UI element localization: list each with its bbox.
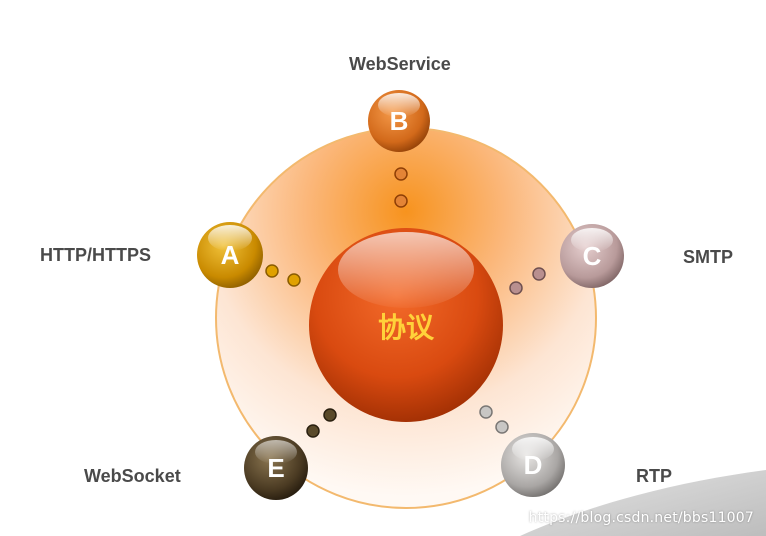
node-e-letter: E <box>267 453 284 483</box>
connector-dots-b <box>394 167 408 208</box>
node-b: B <box>368 90 430 152</box>
center-label: 协议 <box>378 311 435 344</box>
node-a-letter: A <box>221 240 240 270</box>
label-smtp: SMTP <box>683 247 734 267</box>
connector-dots-e <box>306 408 337 438</box>
corner-swoosh <box>520 470 766 536</box>
node-c-letter: C <box>583 241 602 271</box>
label-rtp: RTP <box>636 466 672 486</box>
label-websocket: WebSocket <box>84 466 181 486</box>
center-sphere: 协议 <box>309 228 503 422</box>
connector-dots-a <box>265 264 301 287</box>
node-a: A <box>197 222 263 288</box>
label-webservice: WebService <box>349 54 451 74</box>
node-d-letter: D <box>524 450 543 480</box>
label-http-https: HTTP/HTTPS <box>40 245 151 265</box>
node-e: E <box>244 436 308 500</box>
watermark-text: https://blog.csdn.net/bbs11007 <box>528 510 754 526</box>
node-d: D <box>501 433 565 497</box>
connector-dots-c <box>509 267 546 295</box>
node-c: C <box>560 224 624 288</box>
connector-dots-d <box>479 405 509 434</box>
node-b-letter: B <box>390 106 409 136</box>
